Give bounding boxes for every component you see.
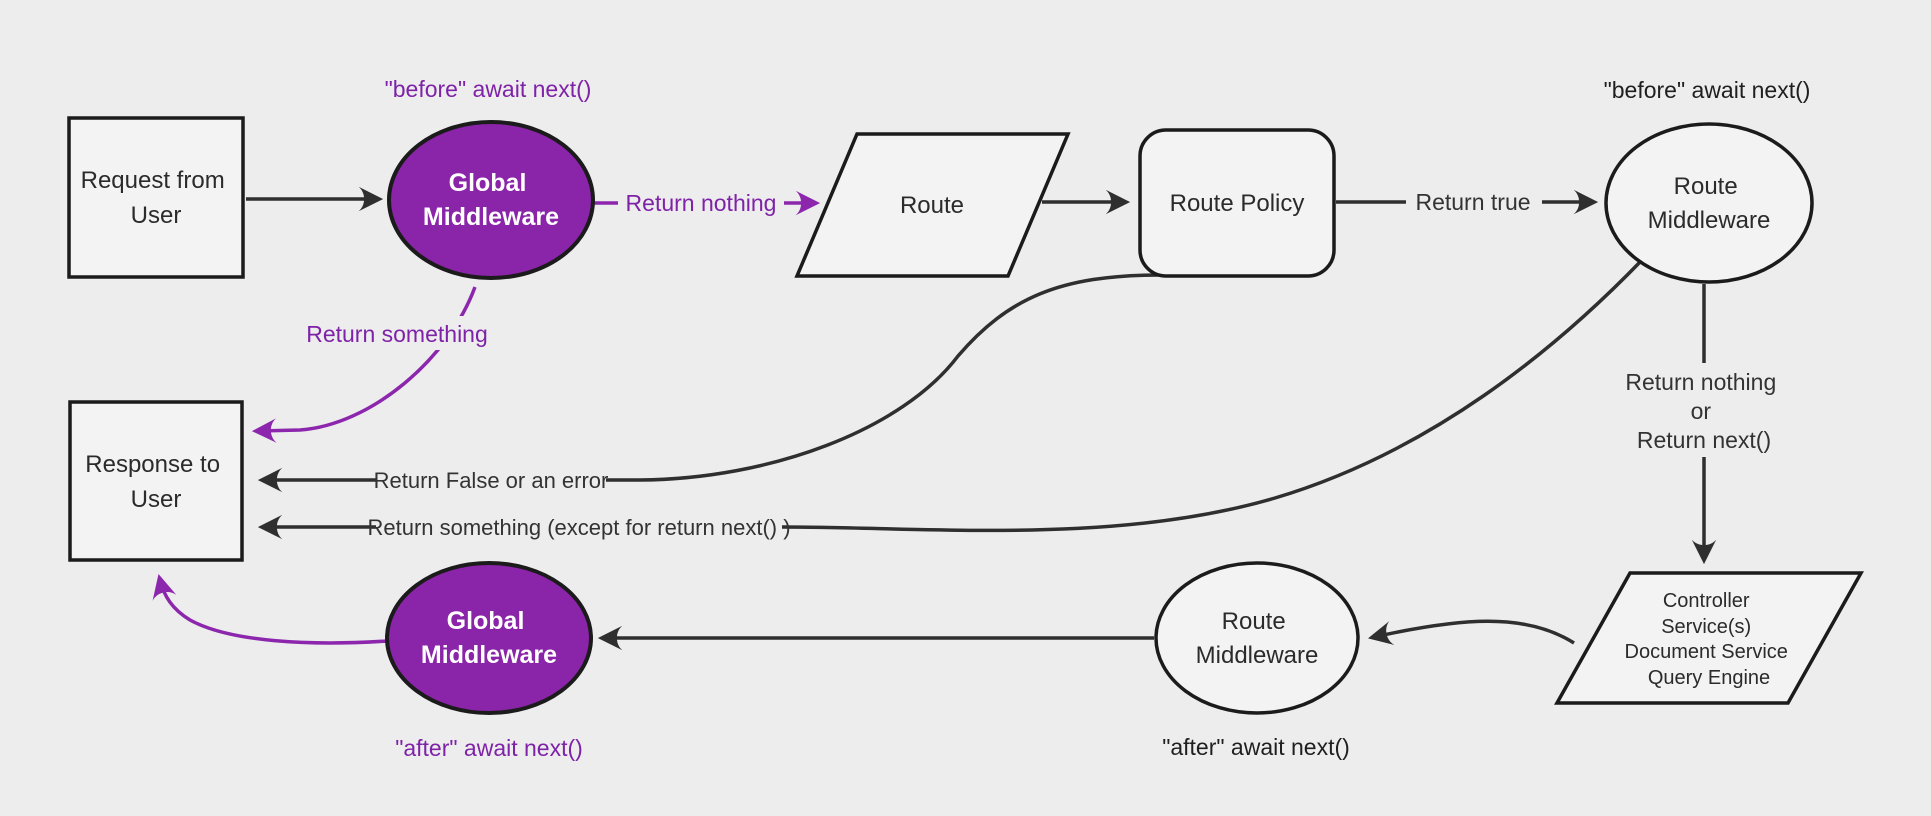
svg-text:Return something: Return something: [306, 321, 488, 347]
svg-text:Return nothing or: Return nothing or Return next(): [1625, 369, 1782, 453]
node-route-middleware-bottom: Route Middleware: [1154, 561, 1360, 715]
svg-text:Controller Service(s): Controller Service(s) Document Service Q…: [1625, 590, 1794, 689]
svg-text:Request from User: Request from User: [81, 167, 232, 229]
svg-text:Return False or an error: Return False or an error: [374, 468, 609, 493]
node-route-policy: Route Policy: [1138, 128, 1336, 278]
annotation-after-await-route: "after" await next(): [1162, 734, 1350, 760]
svg-text:Return true: Return true: [1415, 189, 1530, 215]
edge-route-policy-return-false: [257, 273, 1161, 493]
node-global-middleware-bottom: Global Middleware: [385, 561, 593, 715]
node-request-from-user: Request from User: [67, 116, 245, 279]
svg-text:Route Policy: Route Policy: [1170, 190, 1305, 217]
svg-text:Global Middleware: Global Middleware: [423, 169, 559, 231]
node-global-middleware-top: Global Middleware: [387, 120, 595, 280]
annotation-before-await-global: "before" await next(): [385, 76, 592, 102]
edge-label-return-something: Return something: [306, 316, 488, 350]
node-route-middleware-top: Route Middleware: [1604, 122, 1814, 284]
node-controller-services: Controller Service(s) Document Service Q…: [1554, 571, 1864, 705]
edge-label-return-nothing: Return nothing: [618, 186, 784, 220]
edge-global-middleware-return-something: [251, 286, 477, 443]
svg-text:Global Middleware: Global Middleware: [421, 607, 557, 669]
svg-text:Return nothing: Return nothing: [626, 190, 777, 216]
svg-text:Route: Route: [900, 192, 964, 219]
annotation-before-await-route: "before" await next(): [1604, 77, 1811, 103]
node-route: Route: [794, 132, 1071, 278]
edge-route-middleware-return-something-except: [257, 258, 1644, 540]
svg-text:Route Middleware: Route Middleware: [1196, 608, 1319, 669]
edge-controller-to-route-middleware-bottom: [1368, 619, 1575, 645]
edge-label-return-false-or-error: Return False or an error: [374, 463, 609, 497]
annotation-after-await-global: "after" await next(): [395, 735, 583, 761]
edge-label-return-nothing-or-next: Return nothing or Return next(): [1620, 363, 1788, 457]
edge-label-return-true: Return true: [1406, 185, 1542, 219]
svg-text:Response to User: Response to User: [85, 451, 226, 513]
svg-text:Route Middleware: Route Middleware: [1648, 173, 1771, 234]
node-response-to-user: Response to User: [68, 400, 244, 562]
edge-label-return-something-except: Return something (except for return next…: [367, 510, 791, 544]
edge-global-middleware-bottom-to-response: [152, 574, 388, 645]
svg-text:Return something (except for r: Return something (except for return next…: [367, 515, 790, 540]
